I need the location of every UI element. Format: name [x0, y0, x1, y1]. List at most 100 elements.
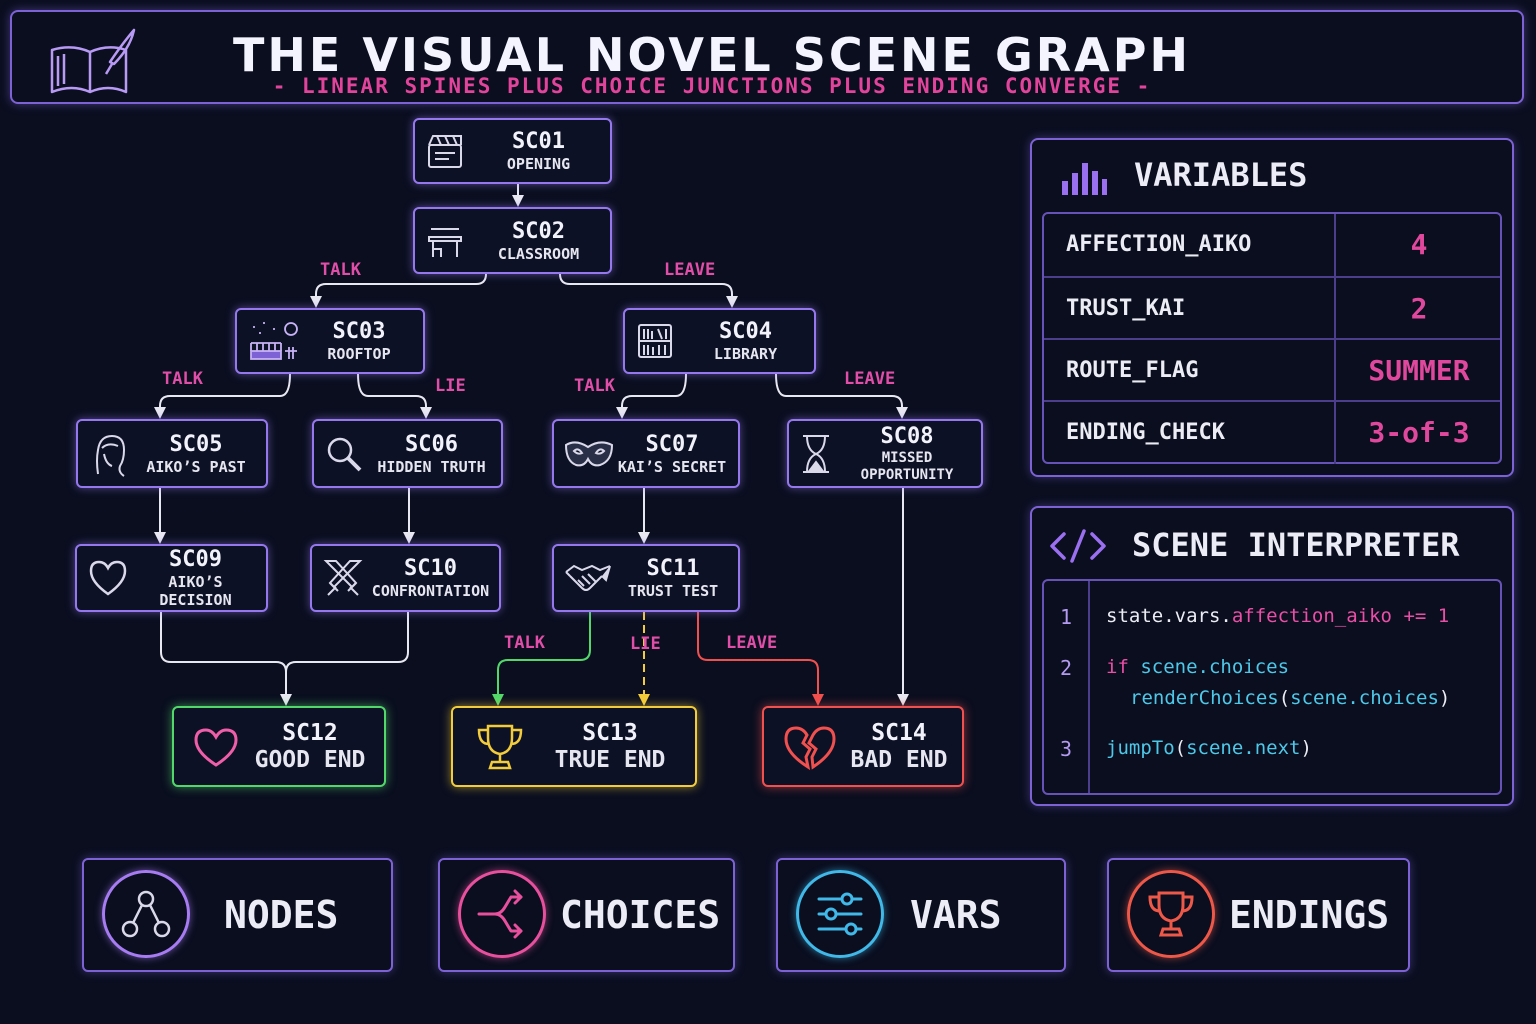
edge-label-lie: LIE — [435, 376, 466, 396]
scene-id: SC10 — [404, 556, 457, 581]
scene-node-sc12[interactable]: SC12 GOOD END — [172, 706, 386, 787]
scene-node-sc14[interactable]: SC14 BAD END — [762, 706, 964, 787]
scene-node-sc01[interactable]: SC01 OPENING — [413, 118, 612, 184]
hourglass-icon — [803, 434, 829, 473]
scene-id: SC08 — [880, 423, 934, 449]
scene-node-sc05[interactable]: SC05 AIKO’S PAST — [76, 419, 268, 488]
scene-node-sc06[interactable]: SC06 HIDDEN TRUTH — [312, 419, 503, 488]
heart-outline-icon — [194, 727, 238, 767]
mask-icon — [564, 440, 614, 466]
scene-id: SC13 — [582, 719, 638, 746]
code-token: ) — [1300, 737, 1312, 759]
scene-name: AIKO’S DECISION — [159, 573, 232, 609]
code-token: 1 — [1437, 605, 1450, 627]
broken-heart-icon — [784, 725, 836, 770]
code-line-2: if scene.choices — [1106, 656, 1289, 678]
page-subtitle: - LINEAR SPINES PLUS CHOICE JUNCTIONS PL… — [272, 74, 1152, 98]
code-token: scene.next — [1186, 737, 1301, 759]
scene-node-sc08[interactable]: SC08 MISSED OPPORTUNITY — [787, 419, 983, 488]
code-token: state.vars. — [1106, 605, 1232, 627]
scene-name: GOOD END — [254, 746, 366, 773]
edge-label-talk: TALK — [504, 633, 545, 653]
variable-row: TRUST_KAI 2 — [1044, 276, 1500, 340]
code-token: if — [1106, 656, 1141, 678]
scene-name-line1: MISSED — [881, 449, 933, 466]
line-gutter — [1088, 581, 1090, 793]
code-token: ) — [1438, 687, 1451, 709]
legend-label: VARS — [910, 893, 1002, 937]
edge-label-lie: LIE — [630, 634, 661, 654]
rooftop-night-icon — [250, 322, 298, 360]
scene-node-sc11[interactable]: SC11 TRUST TEST — [552, 544, 740, 612]
scene-name: CONFRONTATION — [371, 582, 490, 600]
code-line-2b: renderChoices(scene.choices) — [1130, 687, 1450, 709]
scene-id: SC07 — [645, 431, 699, 457]
edge-sc03-sc05 — [154, 373, 291, 419]
sliders-icon — [817, 892, 863, 936]
line-number: 3 — [1060, 737, 1073, 761]
scene-node-sc04[interactable]: SC04 LIBRARY — [623, 308, 816, 374]
scene-name-line2: OPPORTUNITY — [860, 466, 954, 483]
girl-profile-icon — [96, 434, 126, 477]
scene-node-sc10[interactable]: SC10 CONFRONTATION — [310, 544, 501, 612]
scene-id: SC14 — [871, 719, 927, 746]
scene-node-sc13[interactable]: SC13 TRUE END — [451, 706, 697, 787]
edge-sc11-sc13-talk — [492, 612, 591, 706]
code-token: ( — [1278, 687, 1291, 709]
code-line-3: jumpTo(scene.next) — [1106, 737, 1312, 759]
edge-sc02-sc03 — [310, 273, 487, 308]
edge-label-leave: LEAVE — [664, 260, 716, 280]
legend-label: NODES — [224, 893, 339, 937]
variable-row: ROUTE_FLAG SUMMER — [1044, 338, 1500, 402]
scene-id: SC03 — [332, 319, 386, 344]
scene-id: SC12 — [282, 719, 338, 746]
code-token: += — [1392, 605, 1438, 627]
magnifier-icon — [327, 437, 362, 471]
scene-id: SC09 — [169, 547, 222, 572]
legend-nodes[interactable]: NODES — [82, 858, 393, 972]
edge-sc03-sc06 — [357, 373, 432, 419]
edge-label-talk: TALK — [320, 260, 361, 280]
code-block: 1 2 3 state.vars.affection_aiko += 1 if … — [1042, 579, 1502, 795]
variable-value: 4 — [1334, 214, 1502, 276]
scene-node-sc09[interactable]: SC09 AIKO’S DECISION — [75, 544, 268, 612]
legend-endings[interactable]: ENDINGS — [1107, 858, 1410, 972]
scene-name: KAI’S SECRET — [617, 457, 727, 476]
scene-id: SC04 — [719, 319, 772, 344]
variable-key: AFFECTION_AIKO — [1066, 232, 1252, 257]
edge-sc04-sc07 — [616, 373, 687, 419]
code-token: ( — [1174, 737, 1187, 759]
legend-icon-circle — [796, 870, 884, 958]
scene-name: TRUST TEST — [627, 582, 719, 600]
desk-icon — [428, 227, 462, 257]
scene-node-sc07[interactable]: SC07 KAI’S SECRET — [552, 419, 740, 488]
interpreter-title: SCENE INTERPRETER — [1132, 526, 1460, 564]
scene-id: SC01 — [512, 129, 565, 154]
legend-vars[interactable]: VARS — [776, 858, 1066, 972]
edge-sc02-sc04 — [559, 273, 738, 308]
legend-icon-circle — [1127, 870, 1215, 958]
trophy-icon — [477, 724, 523, 769]
scene-name: TRUE END — [554, 746, 666, 773]
legend-choices[interactable]: CHOICES — [438, 858, 735, 972]
open-book-quill-icon — [50, 28, 136, 94]
code-token: affection_aiko — [1231, 605, 1392, 627]
variables-title: VARIABLES — [1134, 156, 1308, 194]
edge-label-talk: TALK — [574, 376, 615, 396]
edge-sc04-sc08 — [775, 373, 908, 419]
line-number: 2 — [1060, 656, 1073, 680]
scene-name: ROOFTOP — [327, 345, 391, 363]
trophy-icon — [1148, 891, 1194, 937]
legend-icon-circle — [102, 870, 190, 958]
scene-node-sc03[interactable]: SC03 ROOFTOP — [235, 308, 425, 374]
code-brackets-icon — [1050, 529, 1106, 563]
code-token: scene.choices — [1140, 656, 1290, 678]
handshake-icon — [565, 564, 611, 591]
scene-node-sc02[interactable]: SC02 CLASSROOM — [413, 207, 612, 274]
edge-sc09-sc12 — [160, 612, 292, 706]
edge-sc10-sc12 — [285, 612, 409, 673]
page-title: THE VISUAL NOVEL SCENE GRAPH — [233, 28, 1191, 82]
variable-value: 3-of-3 — [1334, 402, 1502, 464]
edge-label-leave: LEAVE — [726, 633, 778, 653]
legend-icon-circle — [458, 870, 546, 958]
